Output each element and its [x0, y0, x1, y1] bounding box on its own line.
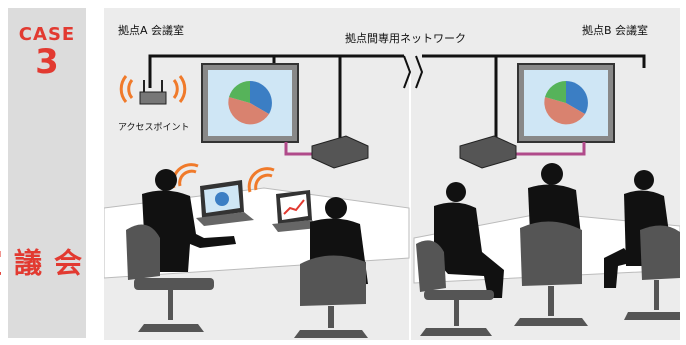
person-a1 — [142, 169, 236, 272]
receiver-box-a — [311, 135, 369, 169]
chair-b1 — [416, 240, 494, 336]
wifi-icon-ap — [119, 75, 187, 103]
network-break-1 — [403, 55, 412, 89]
pie-a — [228, 81, 272, 125]
network-label: 拠点間専用ネットワーク — [342, 30, 469, 46]
chair-b3 — [624, 225, 680, 320]
chair-a1 — [126, 224, 214, 332]
case-title: 会議室にて — [0, 248, 83, 276]
case-label: CASE — [18, 24, 76, 45]
case-title-wrap: 会議室にて — [0, 118, 86, 288]
conference-diagram: 拠点A 会議室 拠点B 会議室 拠点間専用ネットワーク アクセスポイント — [104, 8, 680, 340]
case-sidebar: CASE 3 会議室にて — [0, 8, 86, 338]
receiver-box-b — [459, 135, 517, 169]
wifi-icon-laptop-2 — [247, 167, 275, 193]
access-point-device — [139, 91, 167, 105]
cable-a — [284, 142, 316, 156]
chair-a2 — [294, 255, 368, 338]
cable-b — [514, 142, 586, 156]
chair-b2 — [514, 221, 588, 326]
network-break-2 — [415, 55, 424, 89]
person-b1 — [434, 182, 504, 298]
site-b-label: 拠点B 会議室 — [582, 24, 649, 37]
site-a-label: 拠点A 会議室 — [118, 24, 185, 37]
case-number: 3 — [35, 42, 59, 82]
access-point-label: アクセスポイント — [118, 123, 190, 133]
network-line-a — [148, 54, 404, 88]
pie-b — [544, 81, 588, 125]
diagram-svg — [104, 54, 680, 340]
wifi-icon-laptop-1 — [171, 163, 199, 189]
